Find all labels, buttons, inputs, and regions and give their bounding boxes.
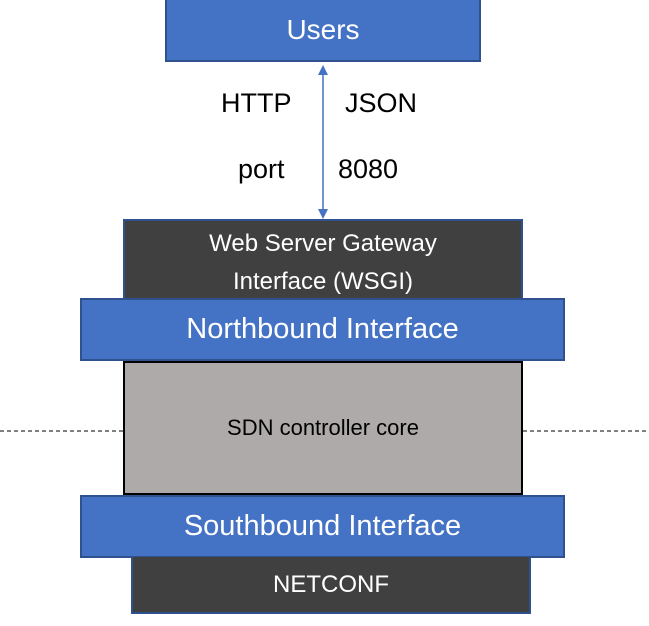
arrow-head-up-icon (318, 65, 328, 75)
wsgi-box: Web Server Gateway Interface (WSGI) (123, 219, 523, 301)
json-label: JSON (345, 88, 418, 118)
users-box: Users (165, 0, 481, 62)
port-label: port (238, 154, 285, 184)
core-label: SDN controller core (227, 415, 419, 440)
southbound-label: Southbound Interface (183, 510, 462, 542)
arrow-head-down-icon (318, 209, 328, 219)
northbound-interface-box: Northbound Interface (80, 298, 565, 361)
southbound-interface-box: Southbound Interface (80, 495, 565, 558)
wsgi-label-line2: Interface (WSGI) (232, 268, 414, 295)
port-number-label: 8080 (338, 154, 399, 184)
sdn-controller-core-box: SDN controller core (123, 361, 523, 495)
netconf-label: NETCONF (273, 570, 389, 598)
netconf-box: NETCONF (131, 557, 531, 614)
http-label: HTTP (221, 88, 292, 118)
northbound-label: Northbound Interface (186, 313, 459, 345)
users-label: Users (286, 14, 360, 45)
wsgi-label-line1: Web Server Gateway (209, 230, 437, 257)
